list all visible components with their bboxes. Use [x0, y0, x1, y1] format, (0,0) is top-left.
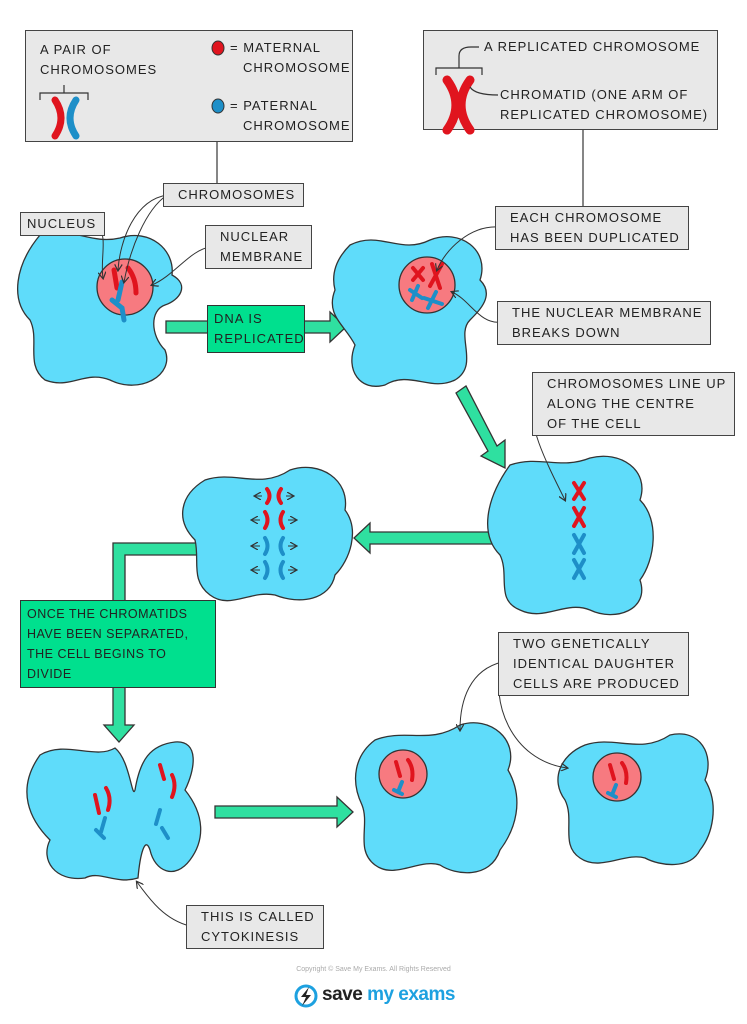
- text-line: DNA IS: [214, 311, 263, 326]
- cell-anaphase: [182, 466, 354, 602]
- text-line: OF THE CELL: [547, 416, 642, 431]
- text-line: REPLICATED: [214, 331, 305, 346]
- pair-label-2: CHROMOSOMES: [40, 62, 158, 77]
- arrow-right-2: [214, 795, 354, 829]
- nucleus: [96, 258, 154, 316]
- logo-save: save: [322, 984, 363, 1005]
- nucleus: [592, 752, 642, 802]
- label-daughter-cells: TWO GENETICALLY IDENTICAL DAUGHTER CELLS A…: [498, 632, 689, 696]
- text-line: DIVIDE: [27, 667, 72, 681]
- cell-cytokinesis: [26, 741, 202, 881]
- text-line: ONCE THE CHROMATIDS: [27, 607, 188, 621]
- copyright-text: Copyright © Save My Exams. All Rights Re…: [296, 966, 451, 973]
- paternal-label-2: CHROMOSOME: [243, 118, 351, 133]
- logo-icon: [294, 984, 318, 1008]
- text-line: HAVE BEEN SEPARATED,: [27, 627, 189, 641]
- logo-text: save my exams: [322, 984, 455, 1006]
- text-line: IDENTICAL DAUGHTER: [513, 656, 675, 671]
- chromatid-label-2: REPLICATED CHROMOSOME): [500, 107, 709, 122]
- pair-label-1: A PAIR OF: [40, 42, 112, 57]
- cell-replicated: [331, 236, 487, 387]
- text-line: THIS IS CALLED: [201, 909, 315, 924]
- text-line: HAS BEEN DUPLICATED: [510, 230, 680, 245]
- label-nucleus: NUCLEUS: [20, 212, 106, 236]
- label-nuclear-membrane: NUCLEAR MEMBRANE: [205, 225, 313, 269]
- logo-myexams: my exams: [367, 984, 455, 1005]
- label-membrane-breaks: THE NUCLEAR MEMBRANE BREAKS DOWN: [497, 301, 712, 345]
- key-icons-overlay: [39, 40, 499, 140]
- label-duplicated: EACH CHROMOSOME HAS BEEN DUPLICATED: [495, 206, 689, 250]
- paternal-label-1: = PATERNAL: [230, 98, 318, 113]
- nucleus: [398, 256, 456, 314]
- text-line: MEMBRANE: [220, 249, 304, 264]
- step-chromatids-separated: ONCE THE CHROMATIDS HAVE BEEN SEPARATED, T…: [20, 600, 216, 688]
- maternal-label-2: CHROMOSOME: [243, 60, 351, 75]
- replicated-title: A REPLICATED CHROMOSOME: [484, 39, 701, 54]
- label-cytokinesis: THIS IS CALLED CYTOKINESIS: [186, 905, 324, 949]
- paternal-chromosome-icon: [66, 96, 80, 140]
- daughter-cell-1: [354, 722, 518, 874]
- text-line: BREAKS DOWN: [512, 325, 621, 340]
- text-line: CHROMOSOMES LINE UP: [547, 376, 727, 391]
- text-line: TWO GENETICALLY: [513, 636, 651, 651]
- chromatid-label-1: CHROMATID (ONE ARM OF: [500, 87, 689, 102]
- cell-metaphase: [487, 455, 654, 616]
- maternal-label-1: = MATERNAL: [230, 40, 322, 55]
- text-line: CELLS ARE PRODUCED: [513, 676, 680, 691]
- chromosome-key-box: [25, 30, 353, 142]
- label-chromosomes: CHROMOSOMES: [163, 183, 305, 207]
- step-dna-replicated: DNA IS REPLICATED: [207, 305, 305, 353]
- replicated-chromosome-icon: [442, 75, 475, 135]
- maternal-chromosome-icon: [51, 96, 65, 140]
- cell-interphase: [17, 231, 183, 386]
- daughter-cell-2: [557, 733, 714, 866]
- text-line: THE NUCLEAR MEMBRANE: [512, 305, 703, 320]
- text-line: ALONG THE CENTRE: [547, 396, 695, 411]
- text-line: CYTOKINESIS: [201, 929, 300, 944]
- nucleus: [378, 749, 428, 799]
- label-line-up: CHROMOSOMES LINE UP ALONG THE CENTRE OF TH…: [532, 372, 736, 436]
- text-line: NUCLEAR: [220, 229, 290, 244]
- text-line: THE CELL BEGINS TO: [27, 647, 167, 661]
- arrow-left: [353, 521, 493, 555]
- text-line: EACH CHROMOSOME: [510, 210, 663, 225]
- arrow-diagonal: [455, 385, 506, 470]
